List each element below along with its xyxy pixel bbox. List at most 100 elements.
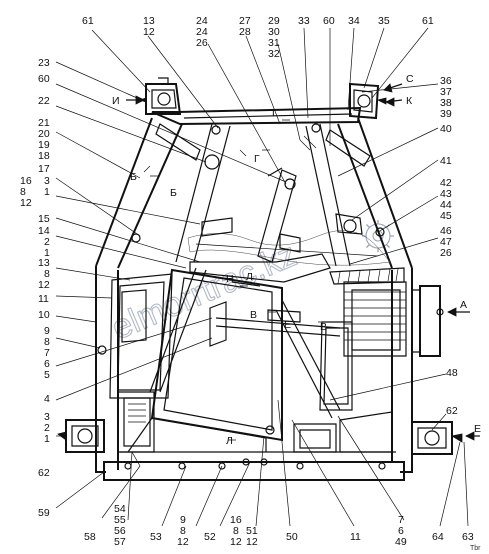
callout-27: 27 [239,15,251,27]
callout-57: 57 [114,536,126,548]
view-letter-e: Е [474,423,481,435]
floor-sill [103,461,405,481]
callout-46: 46 [440,225,452,237]
callout-40: 40 [440,123,452,135]
callout-9-left: 9 [44,325,50,337]
callout-10: 10 [38,309,50,321]
callout-7-bottom: 7 [398,514,404,526]
view-letter-i: И [112,95,120,107]
rear-box [343,281,407,357]
callout-23: 23 [38,57,50,69]
callout-45: 45 [440,210,452,222]
callout-61-top-left: 61 [82,15,94,27]
view-letter-k: К [406,95,413,107]
callout-51: 51 [246,525,258,537]
callout-60-top: 60 [323,15,335,27]
callout-8-bottom-a: 8 [180,525,186,537]
callout-44: 44 [440,199,452,211]
callout-7-left: 7 [44,347,50,359]
callout-61-top-right: 61 [422,15,434,27]
section-letter-v-mid: В [250,309,257,321]
mount-top-right [349,82,387,120]
callout-50: 50 [286,531,298,543]
section-letter-l-mid: Л [246,271,253,283]
callout-14: 14 [38,225,50,237]
mount-bottom-right [411,421,463,455]
callout-13-top: 13 [143,15,155,27]
callout-35: 35 [378,15,390,27]
left-a-pillar [95,117,153,267]
corner-mark: Tbr [470,545,481,552]
callout-55: 55 [114,514,126,526]
callout-6-left: 6 [44,358,50,370]
callout-9-bottom: 9 [180,514,186,526]
section-letter-g-mid: Г [254,153,260,165]
view-letter-s: С [406,73,414,85]
callout-6-bottom: 6 [398,525,404,537]
section-letter-n: Н [226,273,234,285]
callout-26-right: 26 [440,247,452,259]
callout-54: 54 [114,503,126,515]
callout-11-bottom: 11 [350,531,361,543]
section-letter-b-mid: Б [170,187,177,199]
callout-1-mid: 1 [44,247,50,259]
callout-28: 28 [239,26,251,38]
right-pillar [357,117,413,269]
callout-37: 37 [440,86,452,98]
callout-39: 39 [440,108,452,120]
callout-48: 48 [446,367,458,379]
callout-52: 52 [204,531,216,543]
callout-29: 29 [268,15,280,27]
callout-17: 17 [38,163,50,175]
callout-2-lower: 2 [44,422,50,434]
callout-34: 34 [348,15,360,27]
callouts-top: 61 13 12 24 24 26 27 28 29 30 31 32 33 6… [82,15,434,60]
callout-60-left: 60 [38,73,50,85]
callout-12-left: 12 [38,279,50,291]
callouts-right: 36 37 38 39 40 41 42 43 44 45 46 47 26 4… [440,75,458,417]
callout-5: 5 [44,369,50,381]
callout-56: 56 [114,525,126,537]
callout-20: 20 [38,128,50,140]
callout-12-left-upper: 12 [20,197,32,209]
callout-58: 58 [84,531,96,543]
section-letter-l-bottom: Л [226,435,233,447]
callout-12-bottom-b: 12 [230,536,242,548]
callout-42: 42 [440,177,452,189]
callout-18: 18 [38,150,50,162]
callout-8-left-upper: 8 [20,186,26,198]
callout-41: 41 [440,155,452,167]
section-letter-v-right: В [320,321,327,333]
cab-frame [95,106,413,481]
callout-22: 22 [38,95,50,107]
callout-3-upper: 3 [44,175,50,187]
callout-16-bottom: 16 [230,514,242,526]
roof-beam [151,106,362,126]
callout-24a: 24 [196,15,208,27]
callout-59: 59 [38,507,50,519]
callout-62-right: 62 [446,405,458,417]
lamp-right [412,285,444,357]
callout-53: 53 [150,531,162,543]
callout-12-bottom-c: 12 [246,536,258,548]
callouts-bottom: 58 54 55 56 57 53 9 8 12 52 16 8 12 51 1… [84,503,474,548]
left-lower-side [95,266,106,473]
callout-1-lower: 1 [44,433,50,445]
leader-lines [55,27,469,527]
callout-2-upper: 2 [44,236,50,248]
callout-8-bottom-b: 8 [233,525,239,537]
callout-33: 33 [298,15,310,27]
callout-8-left: 8 [44,268,50,280]
callout-43: 43 [440,188,452,200]
callout-31: 31 [268,37,280,49]
callout-16-left: 16 [20,175,32,187]
callout-47: 47 [440,236,452,248]
callout-1-upper: 1 [44,186,50,198]
callout-36: 36 [440,75,452,87]
callout-19: 19 [38,139,50,151]
callout-62-left: 62 [38,467,50,479]
callout-13-left: 13 [38,257,50,269]
callout-4: 4 [44,393,50,405]
view-arrows [126,83,480,441]
